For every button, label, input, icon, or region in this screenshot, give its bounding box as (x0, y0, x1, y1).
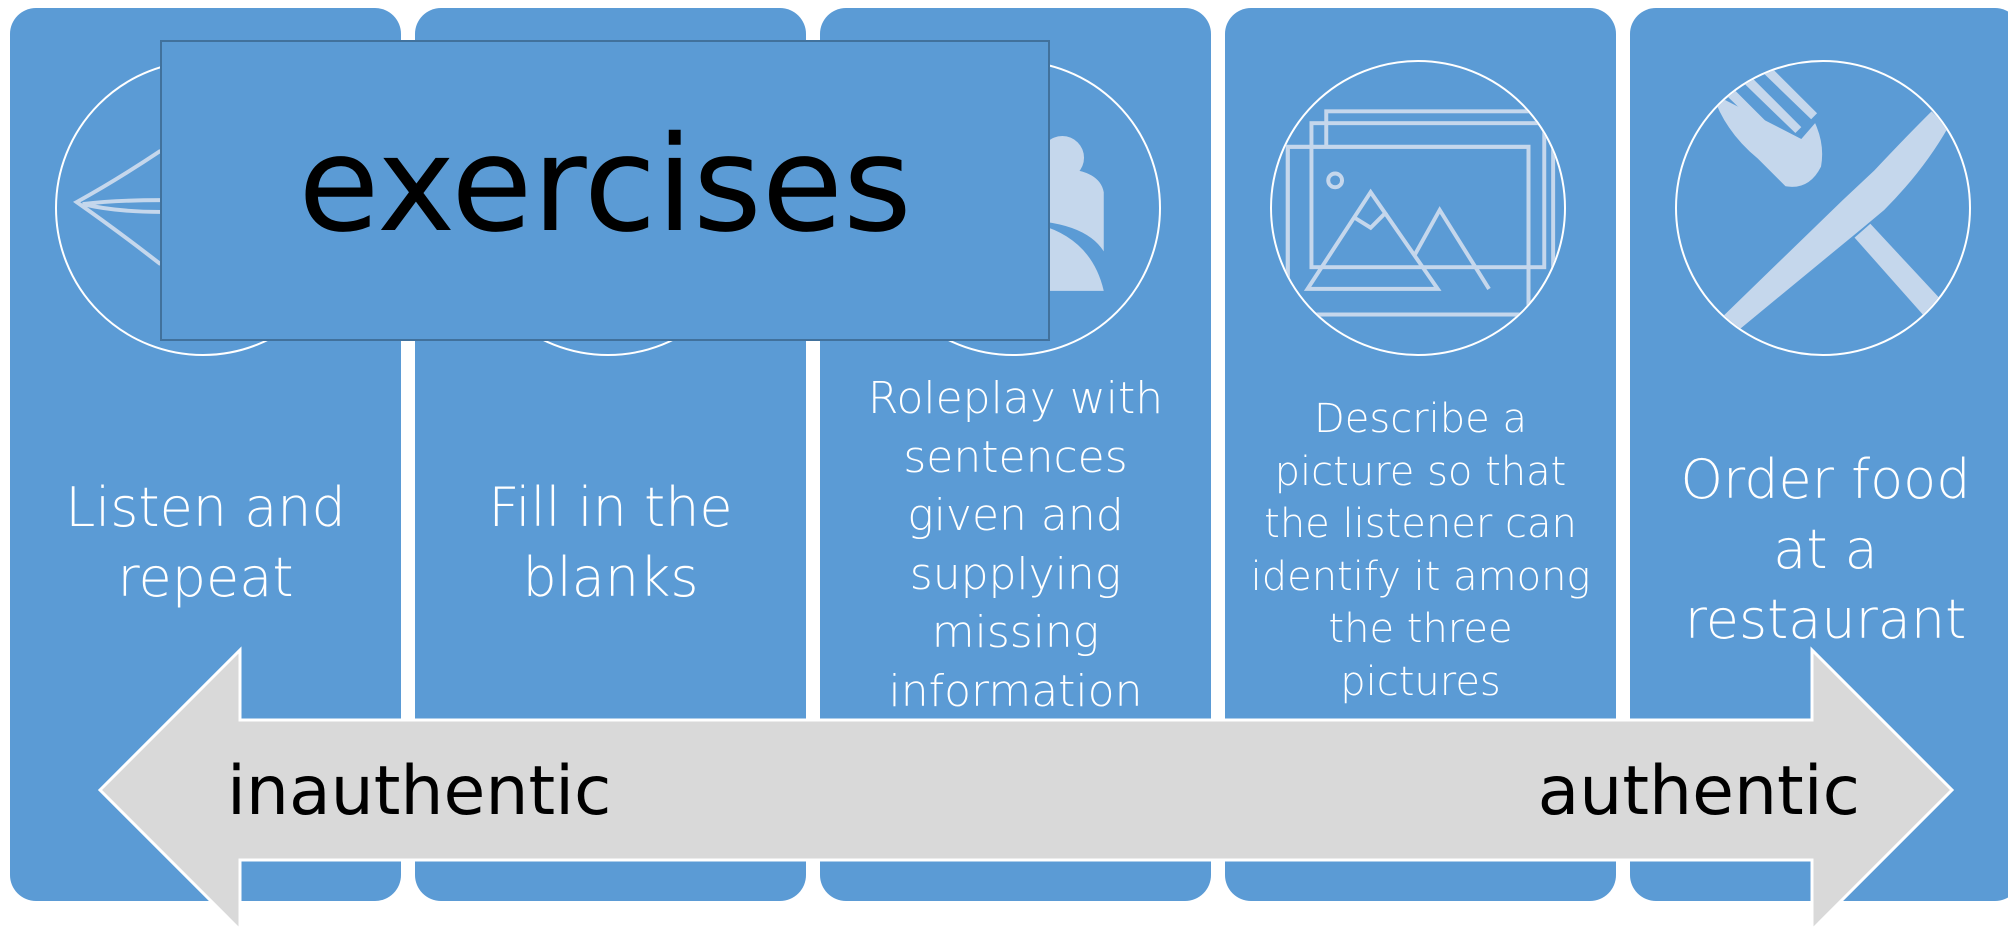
title-box: exercises (160, 40, 1050, 341)
pictures-icon (1285, 109, 1556, 317)
authentic-label: authentic (1537, 752, 1860, 831)
icon-circle (1675, 60, 1971, 356)
fork-knife-icon (1710, 62, 1950, 341)
page-title: exercises (298, 107, 912, 262)
icon-circle (1270, 60, 1566, 356)
speech-bubble-icon (73, 149, 162, 266)
inauthentic-label: inauthentic (227, 752, 612, 831)
